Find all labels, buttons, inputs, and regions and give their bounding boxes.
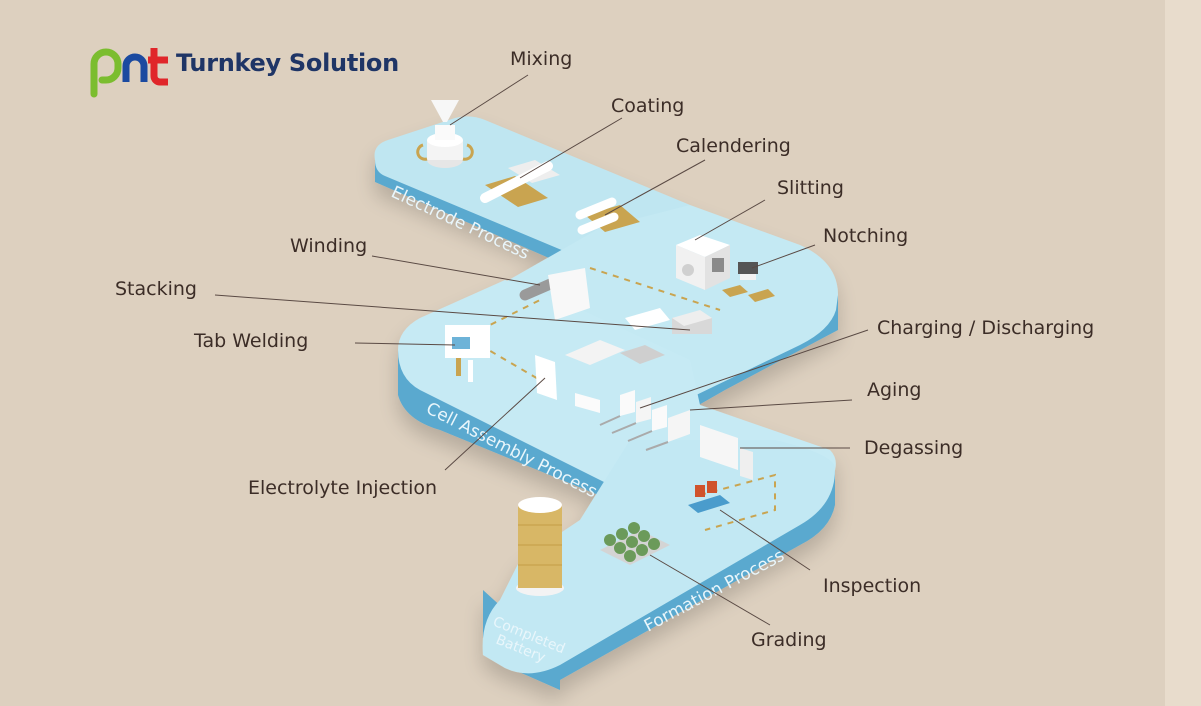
formation-platform-top — [482, 440, 836, 674]
step-label-inspection: Inspection — [823, 575, 922, 597]
leader-line-stacking — [214, 294, 691, 331]
leader-line-calendering — [604, 159, 706, 216]
coating-roller-icon — [480, 160, 560, 207]
tab-welding-machine-icon — [445, 325, 490, 382]
logo-letter-n — [122, 53, 148, 82]
step-label-grading: Grading — [751, 629, 827, 651]
leader-line-aging — [689, 399, 853, 411]
pnt-logo — [88, 42, 172, 98]
leader-line-charging-discharging — [639, 329, 869, 409]
step-label-aging: Aging — [867, 379, 922, 401]
pnt-logo-mark — [90, 48, 168, 98]
leader-line-mixing — [449, 74, 529, 126]
brand-title: Turnkey Solution — [176, 49, 399, 77]
leader-line-tab-welding — [354, 342, 456, 346]
electrode-turn-top — [455, 205, 838, 398]
step-label-winding: Winding — [290, 235, 368, 257]
step-label-electrolyte-injection: Electrolyte Injection — [248, 477, 438, 499]
step-label-degassing: Degassing — [864, 437, 964, 459]
step-label-charging-discharging: Charging / Discharging — [877, 317, 1095, 339]
mixer-machine-icon — [416, 100, 474, 168]
grading-cells-icon — [600, 522, 670, 565]
leader-line-slitting — [694, 199, 766, 241]
step-label-slitting: Slitting — [777, 177, 844, 199]
step-label-stacking: Stacking — [115, 278, 197, 300]
stacking-machine-icon — [625, 308, 712, 334]
leader-line-electrolyte-injection — [444, 377, 546, 471]
step-label-mixing: Mixing — [510, 48, 573, 70]
leader-lines — [214, 74, 869, 626]
notching-machine-icon — [722, 262, 775, 302]
calender-roller-icon — [575, 197, 640, 235]
charging-cells-icon — [599, 390, 690, 451]
slitting-machine-icon — [676, 235, 730, 290]
step-label-notching: Notching — [823, 225, 909, 247]
right-edge-panel — [1165, 0, 1201, 706]
logo-letter-p — [90, 48, 122, 98]
leader-line-inspection — [719, 509, 811, 571]
electrode-sheet-icon — [620, 345, 665, 364]
step-label-coating: Coating — [611, 95, 685, 117]
winding-machine-icon — [519, 268, 590, 320]
inspection-station-icon — [688, 481, 730, 513]
leader-line-winding — [371, 255, 541, 286]
step-label-tab-welding: Tab Welding — [194, 330, 309, 352]
electrolyte-injection-icon — [535, 355, 600, 413]
leader-line-grading — [649, 554, 771, 626]
step-label-calendering: Calendering — [676, 135, 791, 157]
leader-line-coating — [519, 117, 623, 179]
leader-line-notching — [751, 244, 816, 269]
completed-battery-icon — [516, 497, 564, 596]
separator-sheet-icon — [565, 340, 625, 365]
logo-letter-t — [148, 48, 168, 86]
degassing-machine-icon — [700, 425, 753, 480]
